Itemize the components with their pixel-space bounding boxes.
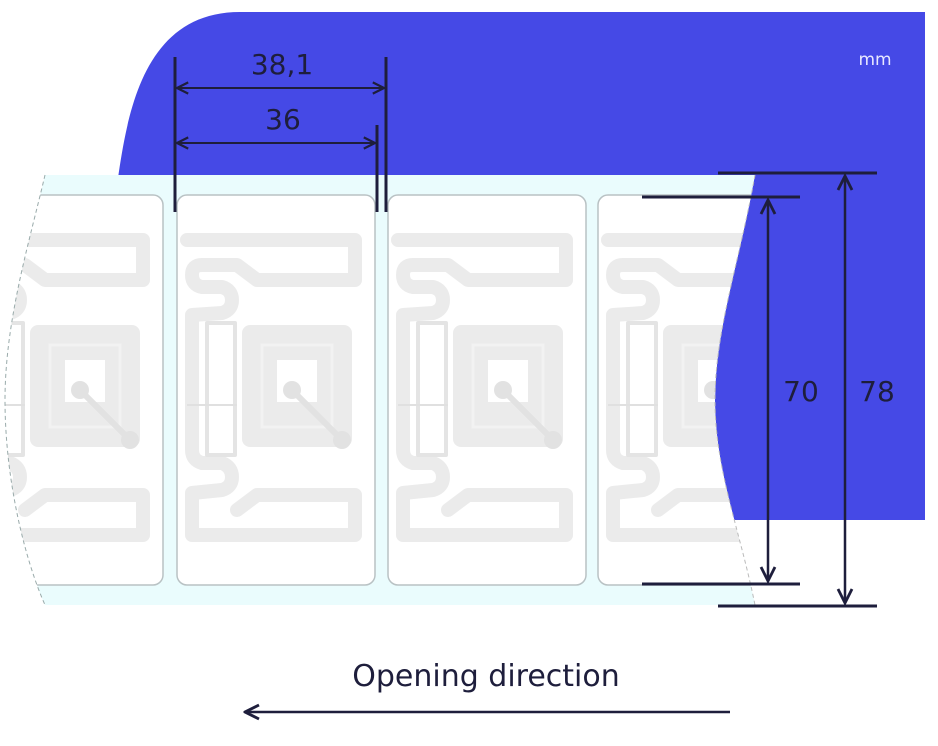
tear-edge-right — [714, 174, 756, 606]
unit-label: mm — [858, 50, 891, 70]
label-width-value: 36 — [265, 103, 301, 136]
label-height-value: 70 — [783, 375, 819, 408]
rfid-label — [388, 195, 586, 585]
label-roll — [0, 175, 755, 605]
opening-direction-label: Opening direction — [352, 659, 620, 694]
tear-edge-left — [4, 174, 46, 606]
pitch-dimension — [173, 57, 388, 212]
liner-width-value: 78 — [859, 375, 895, 408]
rfid-label — [177, 195, 375, 585]
label-pitch-value: 38,1 — [251, 48, 313, 81]
height-dimensions — [642, 171, 877, 608]
rfid-label — [0, 195, 163, 585]
